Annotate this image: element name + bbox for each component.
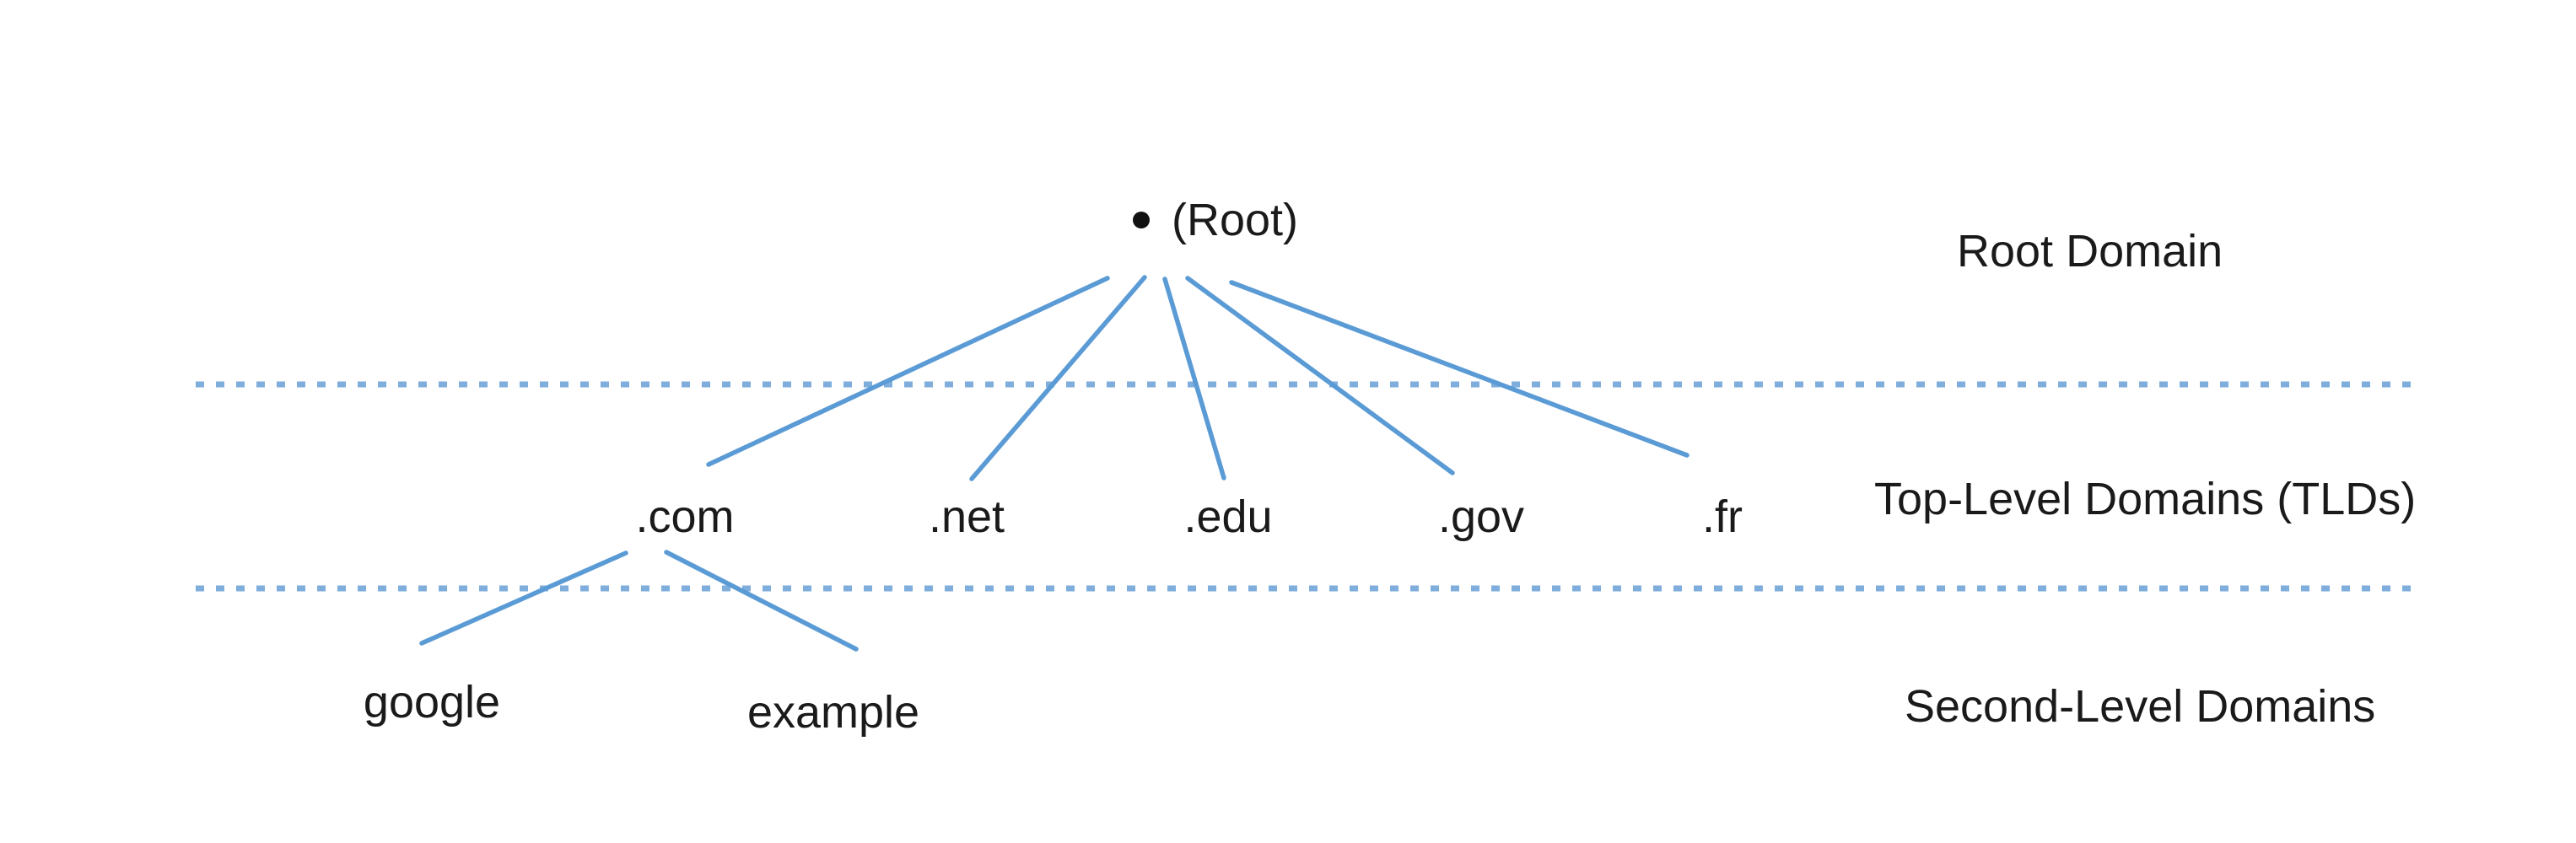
tier-label-top-level-domains-tlds: Top-Level Domains (TLDs) xyxy=(1874,474,2417,524)
tree-edges xyxy=(419,275,1689,652)
edge-root-to-gov xyxy=(1185,276,1455,475)
sld-node-example: example xyxy=(746,687,920,738)
root-node-label: (Root) xyxy=(1172,195,1299,245)
tld-node-gov: .gov xyxy=(1437,491,1525,542)
edge-root-to-edu xyxy=(1162,277,1226,481)
tld-node-edu: .edu xyxy=(1183,491,1273,542)
tld-node-com: .com xyxy=(635,491,735,542)
tier-label-root-domain: Root Domain xyxy=(1957,226,2223,277)
edge-root-to-com xyxy=(706,276,1110,467)
tier-dividers xyxy=(196,381,2414,592)
edge-com-to-google xyxy=(419,550,628,646)
tld-node-net: .net xyxy=(928,491,1005,542)
edge-root-to-net xyxy=(969,275,1147,481)
edge-root-to-fr xyxy=(1229,280,1689,458)
sld-node-google: google xyxy=(363,677,501,728)
root-node: (Root) xyxy=(1133,197,1298,243)
tld-node-fr: .fr xyxy=(1702,491,1743,542)
root-dot-icon xyxy=(1133,212,1150,228)
edge-com-to-example xyxy=(664,550,859,652)
tier-label-second-level-domains: Second-Level Domains xyxy=(1905,681,2376,732)
